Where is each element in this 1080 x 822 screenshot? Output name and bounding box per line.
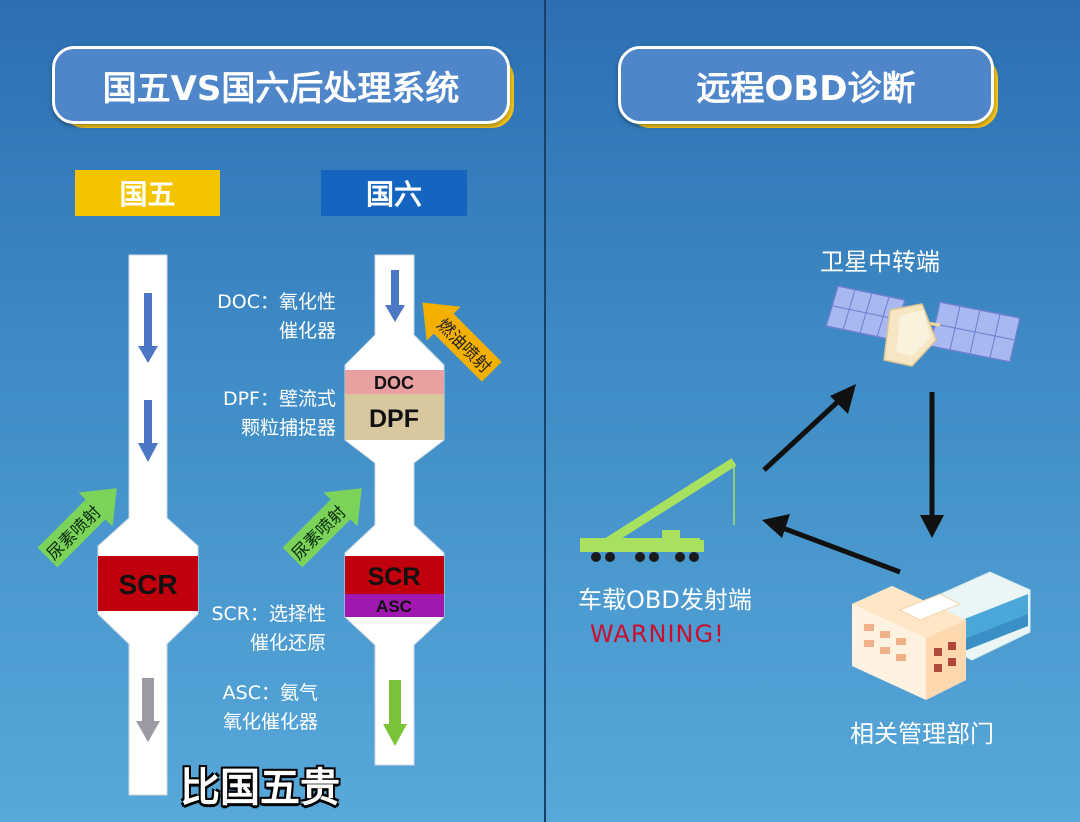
department-label: 相关管理部门 <box>850 720 994 748</box>
guoliu-doc-label: DOC <box>374 373 414 393</box>
signal-arrows <box>762 384 944 575</box>
scr-desc-line1: SCR：选择性 <box>211 603 326 625</box>
dpf-desc-line1: DPF：壁流式 <box>222 388 336 410</box>
building-icon <box>852 571 1031 700</box>
guoliu-asc-block <box>345 594 444 617</box>
report-arrow <box>779 524 901 575</box>
warning-text: WARNING! <box>590 620 725 648</box>
asc-description: ASC：氨气 氧化催化器 <box>186 679 318 737</box>
tag-guowu: 国五 <box>75 170 220 216</box>
asc-desc-line1: ASC：氨气 <box>222 682 318 704</box>
guoliu-dpf-block <box>345 394 444 440</box>
right-title: 远程OBD诊断 <box>618 46 994 124</box>
guoliu-scr-label: SCR <box>368 563 421 591</box>
tag-guoliu: 国六 <box>321 170 467 216</box>
left-title: 国五VS国六后处理系统 <box>52 46 510 124</box>
guoliu-doc-block <box>345 370 444 394</box>
doc-desc-line2: 催化器 <box>278 320 336 342</box>
flow-arrow-icon <box>138 400 158 462</box>
dpf-desc-line2: 颗粒捕捉器 <box>240 417 336 439</box>
guowu-scr-label: SCR <box>118 569 177 600</box>
guoliu-dpf-label: DPF <box>369 405 419 433</box>
scr-description: SCR：选择性 催化还原 <box>186 600 326 658</box>
asc-desc-line2: 氧化催化器 <box>222 711 318 733</box>
crane-truck-icon <box>580 458 737 562</box>
flow-arrow-icon <box>138 293 158 363</box>
uplink-arrow <box>762 394 846 472</box>
guowu-scr-block <box>98 556 198 611</box>
scr-desc-line2: 催化还原 <box>249 632 326 654</box>
guoliu-pipe: DOC DPF SCR ASC 燃油喷射 尿素喷射 <box>282 254 502 766</box>
flow-arrow-icon <box>136 678 160 742</box>
satellite-label: 卫星中转端 <box>820 248 940 276</box>
flow-arrow-icon <box>383 680 407 746</box>
satellite-icon <box>825 285 1021 367</box>
subtitle-caption: 比国五贵 <box>180 765 340 811</box>
dpf-description: DPF：壁流式 颗粒捕捉器 <box>176 385 336 443</box>
flow-arrow-icon <box>385 270 405 322</box>
guowu-pipe: SCR 尿素喷射 <box>37 254 199 796</box>
vehicle-label: 车载OBD发射端 <box>578 586 752 614</box>
doc-desc-line1: DOC：氧化性 <box>217 291 336 313</box>
panel-divider <box>544 0 546 822</box>
guoliu-scr-block <box>345 556 444 594</box>
guoliu-asc-label: ASC <box>376 597 412 616</box>
doc-description: DOC：氧化性 催化器 <box>186 288 336 346</box>
